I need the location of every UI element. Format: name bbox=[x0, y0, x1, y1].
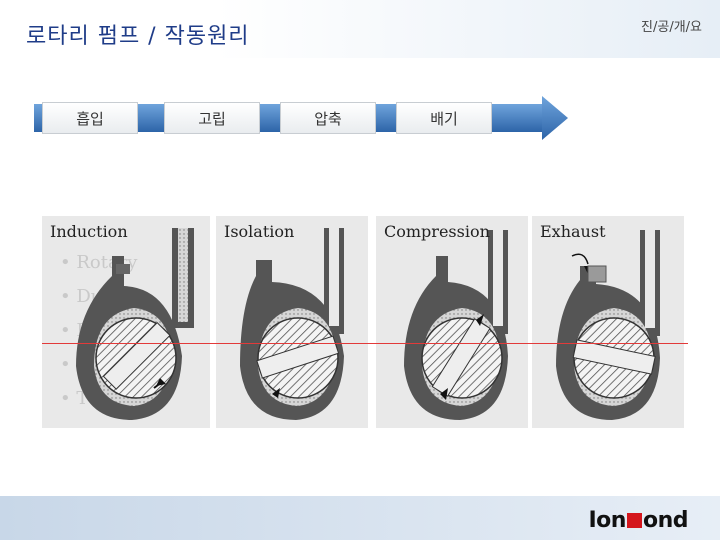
pump-diagram-induction bbox=[42, 216, 210, 428]
page-title: 로타리 펌프 / 작동원리 bbox=[26, 18, 250, 50]
panel-compression: Compression bbox=[376, 216, 528, 428]
panel-isolation: Isolation bbox=[216, 216, 368, 428]
logo-mark-icon bbox=[627, 513, 642, 528]
step-compression: 압축 bbox=[280, 102, 376, 134]
section-label: 진/공/개/요 bbox=[641, 16, 702, 35]
reference-line bbox=[42, 343, 688, 344]
panel-label-isolation: Isolation bbox=[224, 222, 294, 241]
pump-diagram-isolation bbox=[216, 216, 368, 428]
step-induction: 흡입 bbox=[42, 102, 138, 134]
panel-induction: • Rotary • Du • Ro • Gr • Tw Induction bbox=[42, 216, 210, 428]
panel-label-exhaust: Exhaust bbox=[540, 222, 606, 241]
panel-label-induction: Induction bbox=[50, 222, 128, 241]
panel-exhaust: Exhaust bbox=[532, 216, 684, 428]
panel-label-compression: Compression bbox=[384, 222, 490, 241]
step-exhaust: 배기 bbox=[396, 102, 492, 134]
pump-diagram-compression bbox=[376, 216, 528, 428]
step-isolation: 고립 bbox=[164, 102, 260, 134]
logo-text-left: Ion bbox=[589, 508, 626, 533]
logo-text-right: ond bbox=[643, 508, 688, 533]
pump-diagram-exhaust bbox=[532, 216, 684, 428]
